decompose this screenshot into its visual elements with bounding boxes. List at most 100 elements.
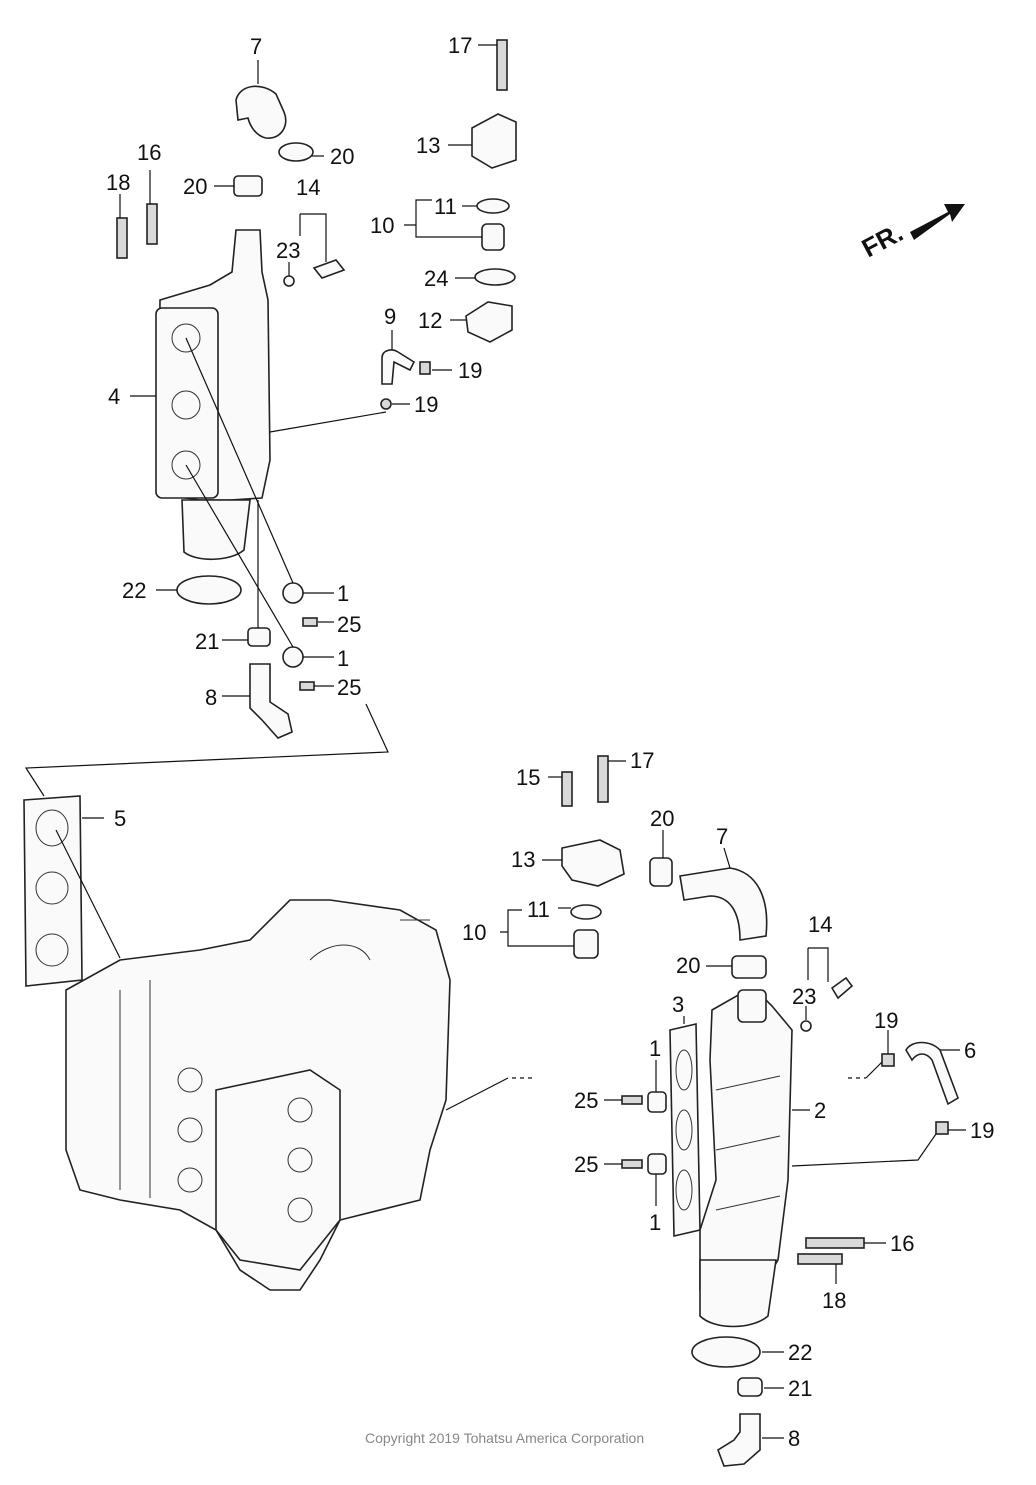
hose-clamp-part-20c [649, 857, 673, 887]
plug-part-1b [282, 646, 304, 668]
callout-7: 7 [716, 824, 728, 849]
callout-8: 8 [205, 685, 217, 710]
hose-part-9 [381, 349, 416, 385]
callout-20: 20 [330, 144, 354, 169]
callout-19: 19 [414, 392, 438, 417]
clip-part-19a [419, 361, 431, 375]
callout-1: 1 [649, 1036, 661, 1061]
o-ring-part-22b [691, 1336, 761, 1368]
hose-clamp-part-20d [731, 955, 767, 979]
manifold-outlet-b [699, 1259, 777, 1328]
engine-block-assembly [23, 795, 536, 1291]
callout-23: 23 [276, 238, 300, 263]
callout-24: 24 [424, 266, 448, 291]
callout-1: 1 [649, 1210, 661, 1235]
middle-callouts: 5 [114, 806, 126, 831]
screw-part-25d [621, 1159, 643, 1169]
upper-callouts: 7 20 20 16 18 14 23 4 17 13 11 10 24 12 … [106, 33, 482, 710]
clip-part-19b [380, 398, 392, 410]
callout-22: 22 [788, 1340, 812, 1365]
callout-1: 1 [337, 581, 349, 606]
sensor-part-14 [312, 259, 346, 279]
callout-23: 23 [792, 984, 816, 1009]
callout-22: 22 [122, 578, 146, 603]
callout-21: 21 [195, 629, 219, 654]
callout-7: 7 [250, 34, 262, 59]
elbow-hose-part-7b [679, 867, 768, 941]
callout-10: 10 [370, 213, 394, 238]
callout-21: 21 [788, 1376, 812, 1401]
bolt-part-15 [561, 771, 573, 807]
block-side-manifold [215, 1069, 341, 1271]
callout-25: 25 [574, 1152, 598, 1177]
gasket-part-4 [155, 307, 219, 499]
callout-18: 18 [106, 170, 130, 195]
elbow-hose-part-8b [717, 1413, 761, 1467]
upper-assembly [24, 39, 517, 797]
callout-9: 9 [384, 304, 396, 329]
lower-assembly [500, 755, 966, 1467]
front-label: FR. [857, 217, 908, 263]
front-direction-marker: FR. [857, 204, 965, 263]
gasket-part-3 [669, 1022, 701, 1238]
o-ring-part-22 [176, 575, 242, 605]
callout-14: 14 [808, 912, 832, 937]
elbow-hose-part-8 [249, 663, 293, 739]
callout-16: 16 [137, 140, 161, 165]
callout-18: 18 [822, 1288, 846, 1313]
callout-20: 20 [183, 174, 207, 199]
callout-1: 1 [337, 646, 349, 671]
callout-8: 8 [788, 1426, 800, 1451]
gasket-part-5 [23, 795, 83, 987]
hose-clamp-part-20b [233, 175, 263, 197]
bolt-part-17b [597, 755, 609, 803]
screw-part-25a [302, 617, 318, 627]
bolt-part-16 [146, 203, 158, 245]
callout-4: 4 [108, 384, 120, 409]
washer-part-23 [283, 275, 295, 287]
callout-5: 5 [114, 806, 126, 831]
callout-15: 15 [516, 765, 540, 790]
clip-part-19d [935, 1121, 949, 1135]
plug-part-1d [647, 1153, 667, 1175]
plug-part-1c [647, 1091, 667, 1113]
callout-13: 13 [416, 133, 440, 158]
callout-16: 16 [890, 1231, 914, 1256]
bolt-part-17 [496, 39, 508, 91]
callout-10: 10 [462, 920, 486, 945]
bolt-part-18b [797, 1253, 843, 1265]
callout-25: 25 [337, 612, 361, 637]
cap-part-21b [737, 1377, 763, 1397]
hose-part-6 [905, 1041, 959, 1106]
manifold-outlet [181, 499, 251, 561]
callout-13: 13 [511, 847, 535, 872]
front-arrow-icon [910, 204, 965, 240]
exhaust-manifold-part-2 [699, 993, 793, 1291]
thermostat-part-10 [481, 223, 505, 251]
thermostat-housing-part-12 [465, 301, 513, 343]
callout-19: 19 [970, 1118, 994, 1143]
thermostat-cover-part-13 [471, 113, 517, 169]
copyright-notice: Copyright 2019 Tohatsu America Corporati… [365, 1430, 644, 1446]
hose-clamp-part-20a [278, 142, 314, 162]
lower-callouts: 15 17 20 7 13 11 10 20 14 23 3 1 25 25 1… [462, 748, 994, 1451]
screw-part-25b [299, 681, 315, 691]
callout-25: 25 [574, 1088, 598, 1113]
callout-20: 20 [650, 806, 674, 831]
seal-part-11 [476, 198, 510, 214]
sensor-part-14b [830, 976, 854, 1000]
cap-part-21 [247, 627, 271, 647]
manifold-inlet-neck [737, 989, 767, 1023]
callout-14: 14 [296, 175, 320, 200]
callout-17: 17 [630, 748, 654, 773]
plug-part-1a [282, 582, 304, 604]
thermostat-part-10b [573, 929, 599, 959]
seal-part-11b [570, 904, 602, 920]
washer-part-23b [800, 1020, 812, 1032]
bolt-part-16b [805, 1237, 865, 1249]
callout-17: 17 [448, 33, 472, 58]
elbow-hose-part-7 [235, 85, 287, 139]
callout-19: 19 [874, 1008, 898, 1033]
bolt-part-18 [116, 217, 128, 259]
